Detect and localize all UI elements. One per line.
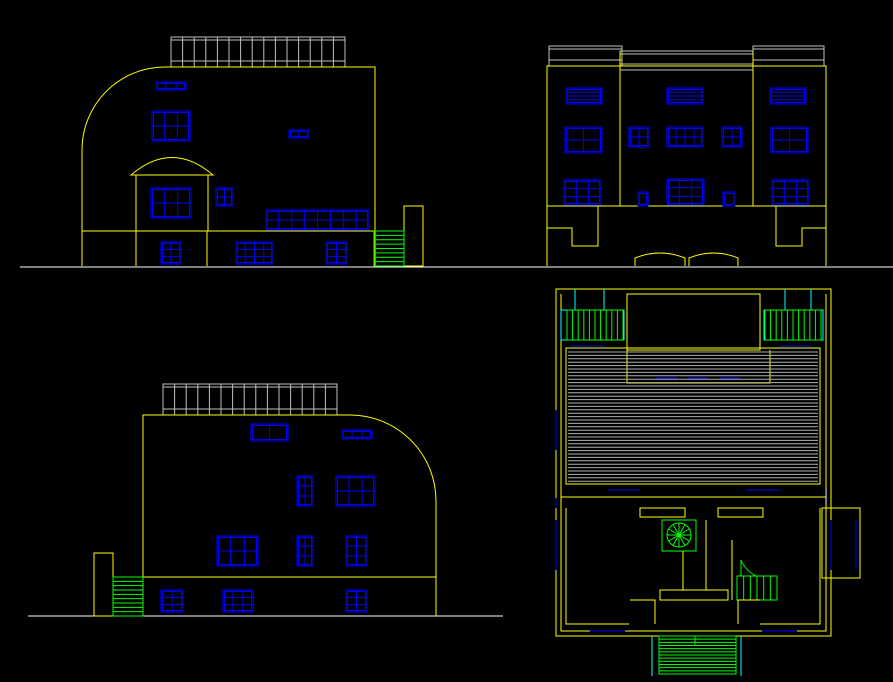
window-rear-2 <box>341 429 373 440</box>
terrace-west <box>547 206 599 247</box>
window-rear-4 <box>335 475 376 507</box>
rear-garden-wall <box>93 552 114 617</box>
window-front-1 <box>565 87 603 105</box>
plan-balcony-stair-west <box>566 309 624 341</box>
plan-courtyard <box>626 293 761 351</box>
roof-railing-west <box>548 45 623 67</box>
window-band <box>265 209 370 231</box>
entrance-stair <box>373 230 405 267</box>
garden-wall <box>403 205 424 267</box>
window-front-6 <box>666 126 704 148</box>
window-small-top <box>155 81 187 91</box>
window-front-12 <box>722 191 736 207</box>
plan-inner-wall <box>560 294 827 632</box>
window-bay <box>150 187 192 219</box>
elevation-front-facade <box>546 45 827 266</box>
plan-window-marks <box>555 345 857 632</box>
plan-bay-east <box>821 507 861 579</box>
window-rear-3 <box>296 475 314 507</box>
window-front-4 <box>564 126 603 154</box>
window-rear-10 <box>345 589 368 613</box>
bay-body <box>135 174 209 232</box>
plan-spiral-stair <box>661 519 697 552</box>
window-rear-9 <box>222 589 254 613</box>
window-basement-2 <box>235 241 274 265</box>
window-front-3 <box>769 87 807 105</box>
front-outline <box>546 65 827 266</box>
rear-outline <box>142 414 437 616</box>
window-basement-1 <box>160 241 182 265</box>
roof-railing-left-facade <box>170 36 346 68</box>
roof-railing-center <box>619 50 754 71</box>
window-front-7 <box>721 126 743 148</box>
window-front-10 <box>637 191 649 207</box>
bay-canopy <box>129 157 215 176</box>
facade-outline <box>81 66 376 266</box>
window-rear-7 <box>345 535 368 567</box>
plan-entrance-stair <box>658 635 737 675</box>
arch-1 <box>634 252 686 266</box>
window-rear-5 <box>216 535 259 567</box>
roof-railing-east <box>752 45 825 67</box>
window-upper <box>151 110 191 142</box>
window-front-9 <box>563 179 602 206</box>
window-basement-3 <box>325 241 348 265</box>
window-rear-8 <box>160 589 184 613</box>
window-rear-1 <box>250 423 289 442</box>
window-side <box>215 187 234 207</box>
plan-balcony-west <box>560 309 625 341</box>
plan-hall-floor <box>565 347 821 485</box>
window-front-11 <box>666 178 705 206</box>
window-vent <box>288 129 310 139</box>
rear-stair <box>112 576 144 617</box>
arch-2 <box>688 252 739 266</box>
elevation-left-facade <box>81 36 424 267</box>
elevation-rear-facade <box>93 383 437 617</box>
plan-outer-wall <box>555 288 832 637</box>
window-rear-6 <box>296 535 314 567</box>
plan-balcony-stair-east <box>764 309 822 341</box>
floor-plan <box>555 288 861 676</box>
ground-lines <box>20 266 893 617</box>
plan-entrance-threshold <box>659 589 729 601</box>
window-front-2 <box>666 87 704 105</box>
terrace-east <box>775 206 826 247</box>
window-front-13 <box>771 179 810 206</box>
window-front-8 <box>770 126 809 154</box>
window-front-5 <box>628 126 650 148</box>
plan-corner-stair <box>736 575 778 601</box>
roof-railing-rear <box>162 383 338 416</box>
